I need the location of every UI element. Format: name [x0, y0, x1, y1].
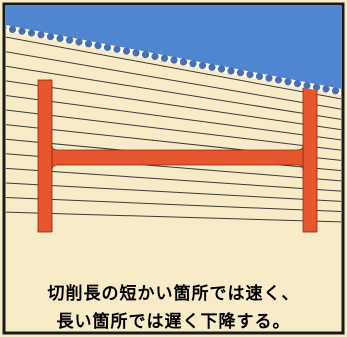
saw-tooth: [75, 38, 83, 46]
cut-line: [6, 51, 341, 110]
saw-teeth: [6, 25, 340, 95]
saw-tooth: [46, 33, 55, 41]
saw-tooth: [236, 69, 245, 77]
saw-tooth: [274, 76, 283, 84]
cut-line: [6, 80, 341, 131]
cut-line: [6, 65, 341, 120]
cut-line: [6, 197, 341, 213]
saw-tooth: [331, 87, 340, 95]
saw-tooth: [27, 29, 36, 37]
saw-blade: [6, 6, 341, 95]
saw-tooth: [303, 81, 311, 89]
saw-tooth: [208, 63, 216, 71]
saw-tooth: [322, 85, 330, 93]
saw-tooth: [293, 80, 302, 88]
saw-tooth: [312, 83, 321, 91]
saw-tooth: [284, 78, 292, 86]
saw-tooth: [265, 74, 273, 82]
cut-line: [6, 94, 341, 141]
cut-line: [6, 182, 341, 202]
saw-tooth: [132, 49, 140, 57]
saw-tooth: [103, 43, 112, 52]
caption-line-2: 長い箇所では遅く下降する。: [56, 312, 291, 332]
cut-line: [6, 167, 341, 192]
h-beam-web: [51, 145, 304, 171]
saw-tooth: [113, 45, 121, 53]
h-beam-right-flange: [302, 79, 318, 233]
saw-tooth: [160, 54, 169, 62]
saw-tooth: [170, 56, 178, 64]
saw-tooth: [227, 67, 235, 75]
saw-tooth: [18, 27, 26, 35]
saw-tooth: [217, 65, 226, 73]
saw-tooth: [255, 72, 264, 80]
saw-tooth: [65, 36, 74, 44]
saw-tooth: [122, 47, 131, 55]
saw-tooth: [56, 34, 64, 43]
saw-tooth: [37, 31, 45, 39]
saw-tooth: [151, 52, 159, 61]
saw-tooth: [6, 25, 7, 30]
saw-tooth: [141, 51, 150, 59]
saw-tooth: [8, 25, 17, 33]
saw-tooth: [198, 61, 207, 70]
h-beam-workpiece: [37, 79, 318, 233]
diagram-frame: [2, 2, 345, 335]
cut-line: [6, 36, 341, 100]
saw-tooth: [94, 42, 102, 50]
saw-tooth: [179, 58, 188, 66]
saw-tooth: [189, 60, 197, 68]
saw-tooth: [246, 71, 254, 79]
h-beam-left-flange: [37, 79, 53, 233]
cut-line: [6, 109, 341, 151]
caption-line-1: 切削長の短かい箇所では速く、: [47, 284, 300, 304]
cut-line: [6, 211, 341, 223]
saw-tooth: [84, 40, 93, 48]
saw-blade-body: [6, 6, 341, 91]
